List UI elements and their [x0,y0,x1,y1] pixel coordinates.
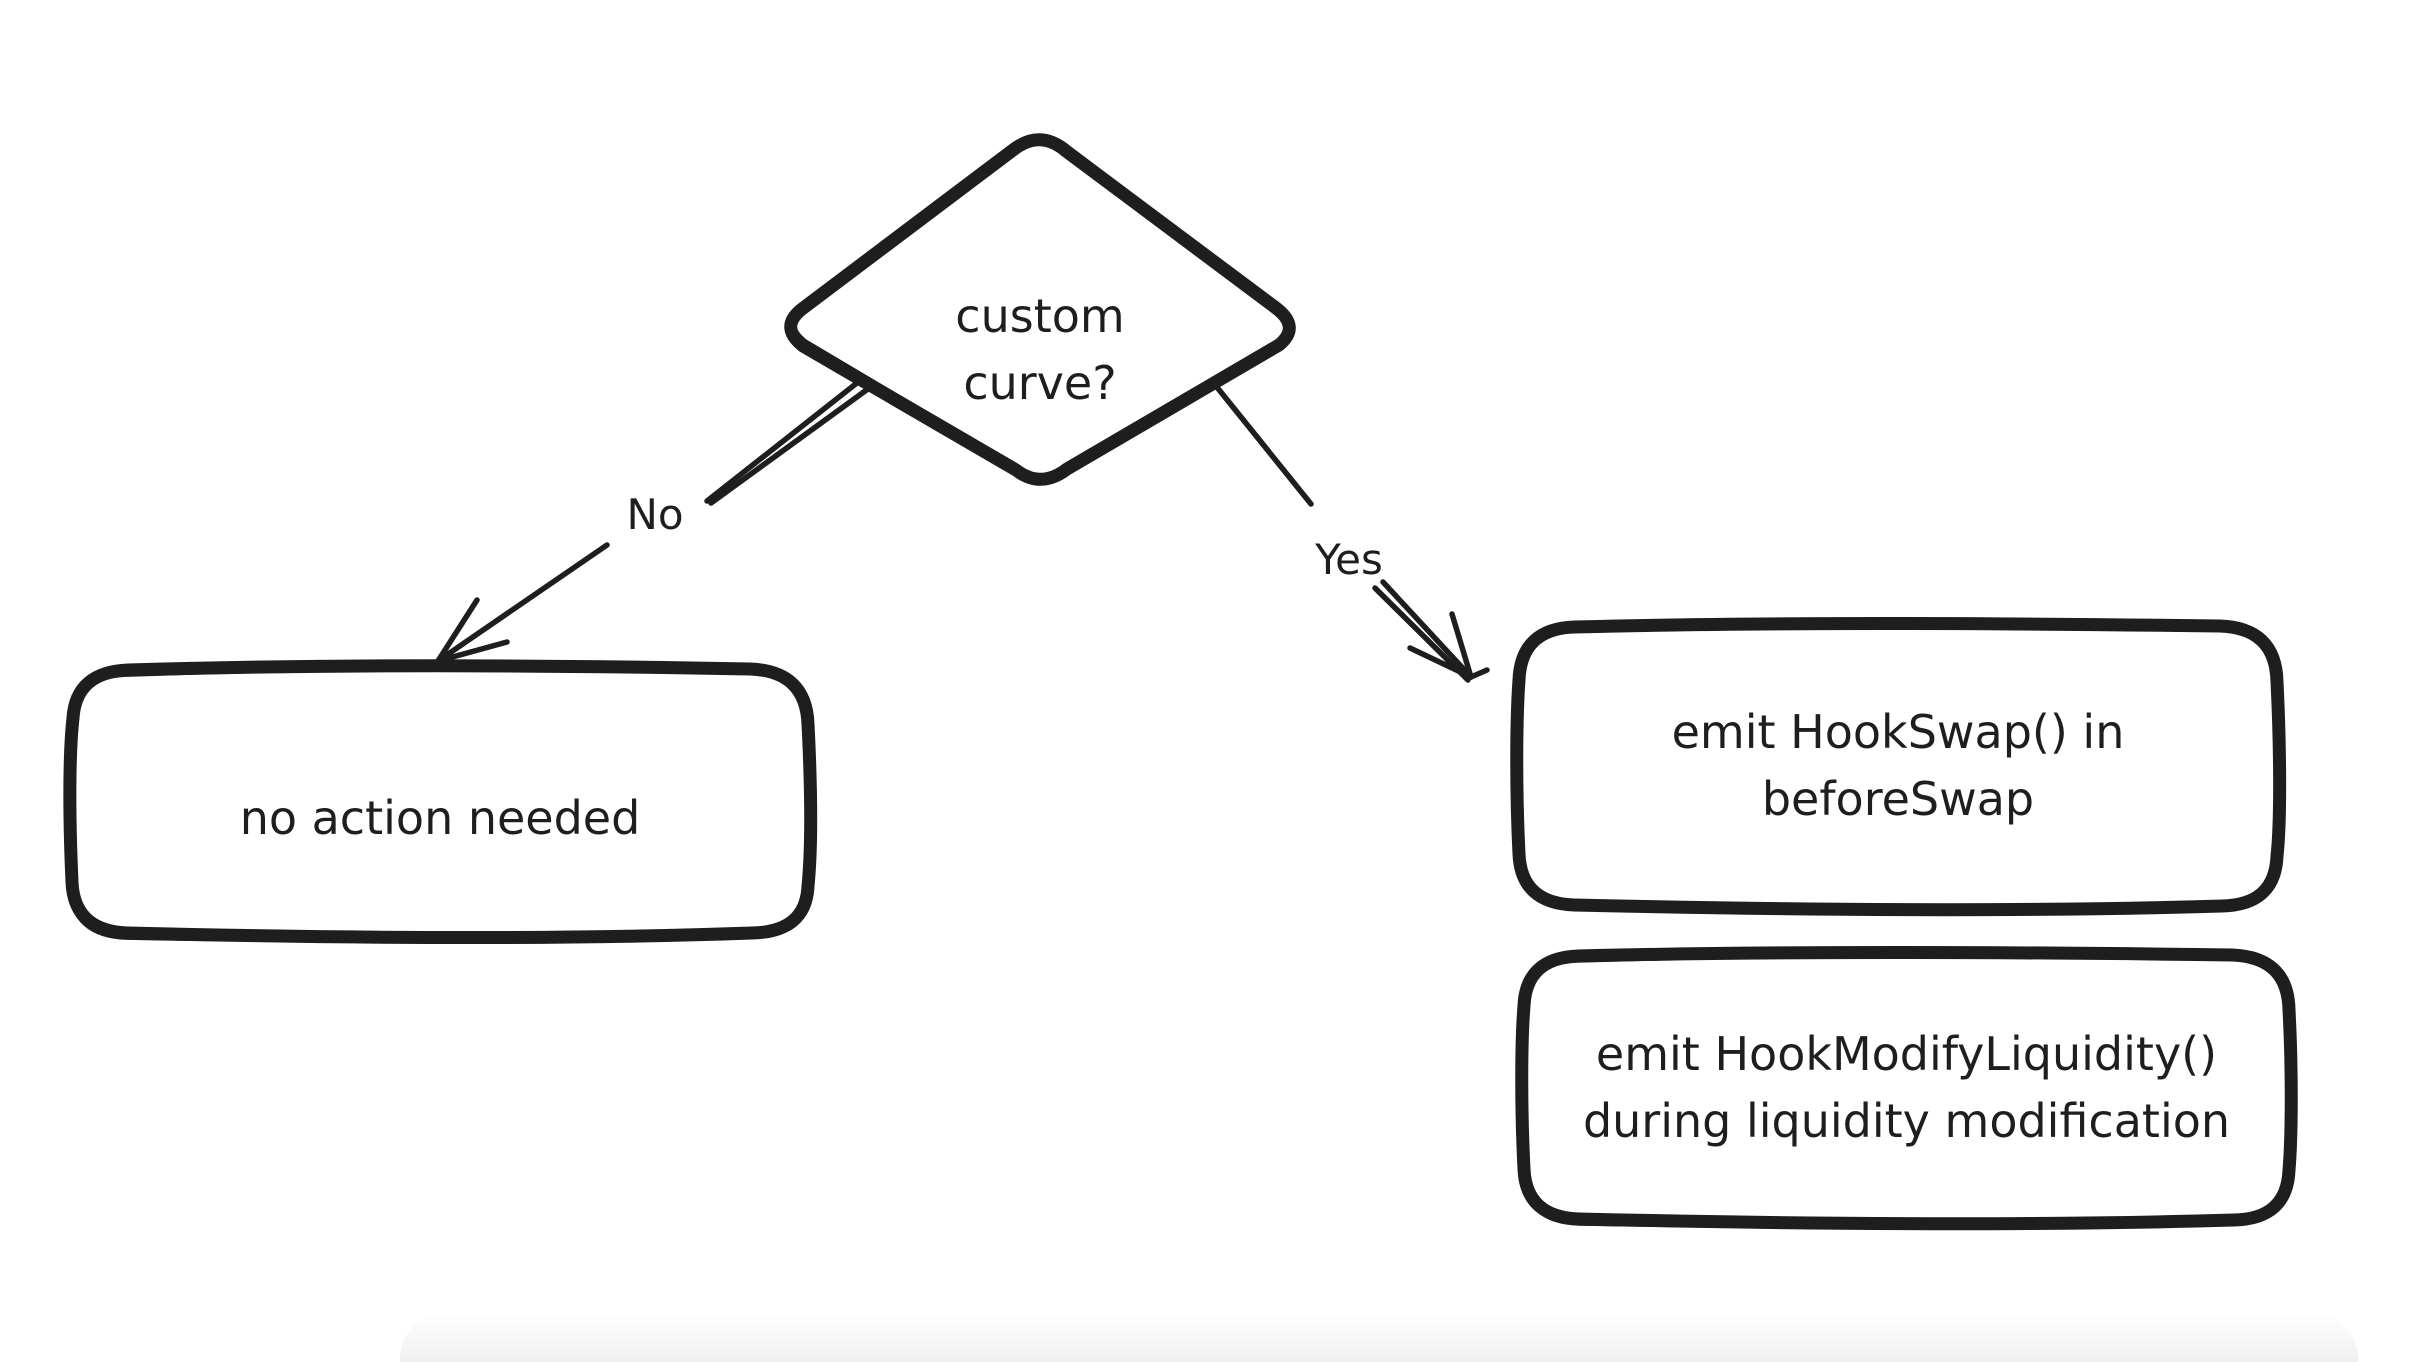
no-action-box [63,659,818,945]
hook-modify-liquidity-box [1515,946,2298,1231]
yes-arrowhead-icon [1449,611,1474,680]
yes-edge-arrow [1213,383,1490,683]
no-arrowhead-icon [435,597,480,664]
decision-diamond [784,133,1296,486]
no-edge-arrow [435,376,875,664]
bottom-shadow-bar [400,1314,2358,1362]
hook-swap-box [1510,617,2287,917]
